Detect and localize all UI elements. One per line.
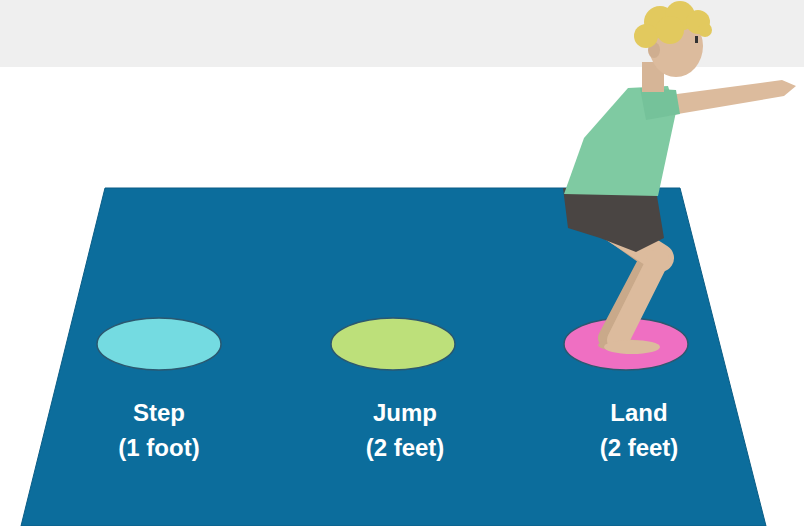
- spot-shape: [74, 314, 244, 374]
- spot-shape: [554, 314, 724, 374]
- hair: [634, 1, 712, 48]
- head: [649, 15, 703, 77]
- ear: [648, 42, 660, 58]
- top-band: [0, 0, 804, 67]
- spot-label: Jump(2 feet): [320, 395, 490, 465]
- action-label: Jump: [320, 395, 490, 430]
- foot-count: (1 foot): [74, 430, 244, 465]
- mat: [21, 188, 766, 526]
- spot-label: Step(1 foot): [74, 395, 244, 465]
- neck: [642, 62, 664, 92]
- floor-spot: Land(2 feet): [554, 314, 724, 465]
- action-label: Step: [74, 395, 244, 430]
- spot-ellipse: [564, 318, 688, 370]
- floor-spot: Step(1 foot): [74, 314, 244, 465]
- sleeve: [640, 88, 680, 120]
- spot-shape: [320, 314, 490, 374]
- action-label: Land: [554, 395, 724, 430]
- shorts: [563, 188, 664, 252]
- arm: [662, 80, 796, 116]
- leg: [608, 258, 650, 338]
- leg: [604, 222, 660, 258]
- foot-count: (2 feet): [320, 430, 490, 465]
- spot-ellipse: [331, 318, 455, 370]
- foot: [598, 339, 646, 351]
- floor-spot: Jump(2 feet): [320, 314, 490, 465]
- spot-ellipse: [97, 318, 221, 370]
- spot-label: Land(2 feet): [554, 395, 724, 465]
- leg: [598, 218, 652, 256]
- shirt: [564, 86, 676, 196]
- foot-count: (2 feet): [554, 430, 724, 465]
- foot: [604, 340, 660, 354]
- eye: [695, 36, 698, 43]
- leg: [618, 260, 658, 340]
